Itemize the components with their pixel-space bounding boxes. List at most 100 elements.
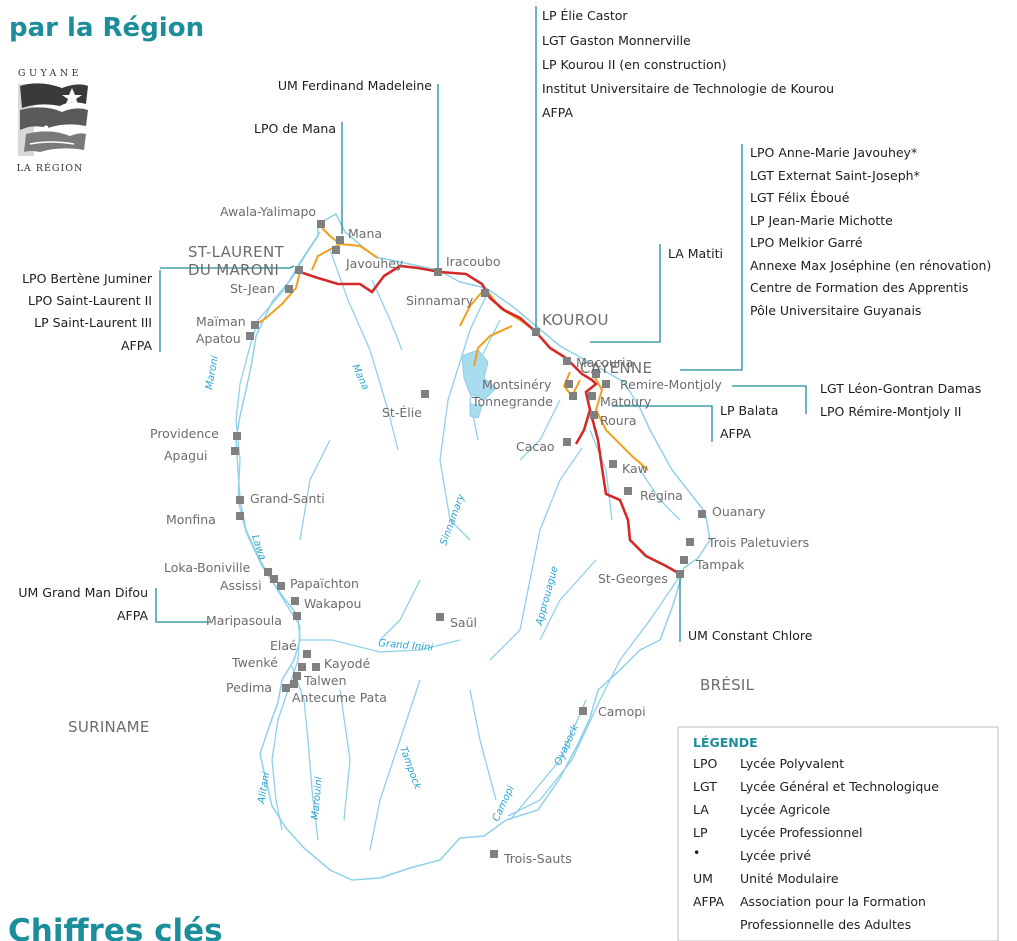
label-awala: Awala-Yalimapo bbox=[220, 204, 316, 219]
callout-st-laurent: LPO Bertène Juminer LPO Saint-Laurent II… bbox=[22, 271, 153, 353]
label-antecume: Antecume Pata bbox=[292, 690, 387, 705]
label-macouria: Macouria bbox=[576, 355, 633, 370]
legend-title: LÉGENDE bbox=[693, 735, 758, 750]
label-trois-sauts: Trois-Sauts bbox=[503, 851, 572, 866]
callout-line: Centre de Formation des Apprentis bbox=[750, 280, 968, 295]
river-marouini: Marouini bbox=[310, 776, 325, 820]
label-apagui: Apagui bbox=[164, 448, 207, 463]
label-saul: Saül bbox=[450, 615, 477, 630]
label-pedima: Pedima bbox=[226, 680, 272, 695]
label-iracoubo: Iracoubo bbox=[446, 254, 501, 269]
legend-code: AFPA bbox=[693, 894, 724, 909]
label-maripasoula: Maripasoula bbox=[206, 613, 282, 628]
callout-line: LPO Melkior Garré bbox=[750, 235, 863, 250]
label-providence: Providence bbox=[150, 426, 219, 441]
page-heading: par la Région bbox=[9, 13, 204, 43]
callout-line: LP Jean-Marie Michotte bbox=[750, 213, 893, 228]
logo-top-text: GUYANE bbox=[18, 68, 82, 79]
label-tampak: Tampak bbox=[695, 557, 745, 572]
callout-line: LPO Anne-Marie Javouhey* bbox=[750, 145, 917, 160]
callout-macouria: LA Matiti bbox=[668, 246, 723, 261]
callout-line: Annexe Max Joséphine (en rénovation) bbox=[750, 258, 991, 273]
label-st-jean: St-Jean bbox=[230, 281, 275, 296]
legend-code: • bbox=[693, 845, 700, 860]
label-talwen: Talwen bbox=[303, 673, 347, 688]
label-sinnamary: Sinnamary bbox=[406, 293, 474, 308]
legend-code: LPO bbox=[693, 756, 718, 771]
legend-code: UM bbox=[693, 871, 713, 886]
label-loka: Loka-Boniville bbox=[164, 560, 251, 575]
legend-text: Professionnelle des Adultes bbox=[740, 917, 911, 932]
river-network bbox=[235, 231, 685, 851]
label-st-laurent-1: ST-LAURENT bbox=[188, 243, 284, 261]
legend-text: Lycée Général et Technologique bbox=[740, 779, 939, 794]
legend-text: Association pour la Formation bbox=[740, 894, 926, 909]
callout-line: AFPA bbox=[720, 426, 751, 441]
label-grand-santi: Grand-Santi bbox=[250, 491, 325, 506]
callout-line: LGT Félix Éboué bbox=[750, 190, 850, 205]
callout-cayenne: LPO Anne-Marie Javouhey* LGT Externat Sa… bbox=[750, 145, 991, 318]
label-kayode: Kayodé bbox=[324, 656, 371, 671]
callout-line: LP Élie Castor bbox=[542, 8, 628, 23]
territory-outline bbox=[235, 212, 711, 881]
legend-text: Lycée privé bbox=[740, 848, 811, 863]
callout-st-georges: UM Constant Chlore bbox=[688, 628, 813, 643]
leader-lines bbox=[155, 6, 807, 642]
label-wakapou: Wakapou bbox=[304, 596, 361, 611]
callout-line: UM Grand Man Difou bbox=[18, 585, 148, 600]
river-tampock: Tampock bbox=[397, 745, 423, 792]
label-bresil: BRÉSIL bbox=[700, 675, 755, 694]
legend-code: LA bbox=[693, 802, 709, 817]
callout-line: LP Kourou II (en construction) bbox=[542, 57, 726, 72]
callout-remire: LGT Léon-Gontran Damas LPO Rémire-Montjo… bbox=[820, 381, 981, 419]
legend-code: LP bbox=[693, 825, 708, 840]
label-montsinery: Montsinéry bbox=[482, 377, 552, 392]
label-st-laurent-2: DU MARONI bbox=[188, 261, 279, 279]
label-maiman: Maïman bbox=[196, 314, 246, 329]
callout-line: LP Balata bbox=[720, 403, 778, 418]
label-papaichton: Papaïchton bbox=[290, 576, 359, 591]
label-assissi: Assissi bbox=[220, 578, 262, 593]
callout-line: LGT Externat Saint-Joseph* bbox=[750, 168, 920, 183]
legend-text: Lycée Professionnel bbox=[740, 825, 863, 840]
callout-line: Institut Universitaire de Technologie de… bbox=[542, 81, 834, 96]
label-apatou: Apatou bbox=[196, 331, 241, 346]
label-regina: Régina bbox=[640, 488, 683, 503]
callout-line: LPO Rémire-Montjoly II bbox=[820, 404, 961, 419]
callout-line: LPO Saint-Laurent II bbox=[28, 293, 152, 308]
label-tonnegrande: Tonnegrande bbox=[471, 394, 553, 409]
callout-line: AFPA bbox=[121, 338, 152, 353]
label-remire: Remire-Montjoly bbox=[620, 377, 722, 392]
callout-line: LGT Léon-Gontran Damas bbox=[820, 381, 981, 396]
legend-code: LGT bbox=[693, 779, 717, 794]
callout-kourou: LP Élie Castor LGT Gaston Monnerville LP… bbox=[542, 8, 834, 120]
callout-line: AFPA bbox=[542, 105, 573, 120]
callout-line: LGT Gaston Monnerville bbox=[542, 33, 691, 48]
legend-text: Unité Modulaire bbox=[740, 871, 839, 886]
river-approuague: Approuague bbox=[534, 565, 561, 628]
label-mana: Mana bbox=[348, 226, 382, 241]
label-elae: Elaé bbox=[270, 638, 297, 653]
callout-iracoubo: UM Ferdinand Madeleine bbox=[278, 78, 432, 93]
callout-maripasoula: UM Grand Man Difou AFPA bbox=[18, 585, 148, 623]
town-labels: Awala-Yalimapo Mana Javouhey St-Jean Maï… bbox=[150, 204, 809, 866]
legend: LÉGENDE LPO Lycée Polyvalent LGT Lycée G… bbox=[677, 726, 999, 941]
river-sinnamary: Sinnamary bbox=[438, 492, 467, 547]
label-suriname: SURINAME bbox=[68, 718, 150, 736]
callout-line: LP Saint-Laurent III bbox=[34, 315, 152, 330]
label-cayenne: CAYENNE bbox=[580, 359, 652, 377]
footer-heading: Chiffres clés bbox=[8, 913, 223, 941]
label-st-elie: St-Élie bbox=[382, 405, 422, 420]
logo-bottom-text: LA RÉGION bbox=[17, 162, 84, 174]
label-kaw: Kaw bbox=[622, 461, 648, 476]
region-logo: GUYANE LA RÉGION bbox=[17, 68, 88, 174]
legend-text: Lycée Agricole bbox=[740, 802, 831, 817]
callout-matoury: LP Balata AFPA bbox=[720, 403, 778, 441]
label-trois-paletuviers: Trois Paletuviers bbox=[707, 535, 809, 550]
label-kourou: KOUROU bbox=[542, 311, 609, 329]
callout-line: LPO Bertène Juminer bbox=[22, 271, 153, 286]
river-maroni: Maroni bbox=[204, 355, 221, 391]
label-cacao: Cacao bbox=[516, 439, 555, 454]
label-javouhey: Javouhey bbox=[345, 256, 404, 271]
